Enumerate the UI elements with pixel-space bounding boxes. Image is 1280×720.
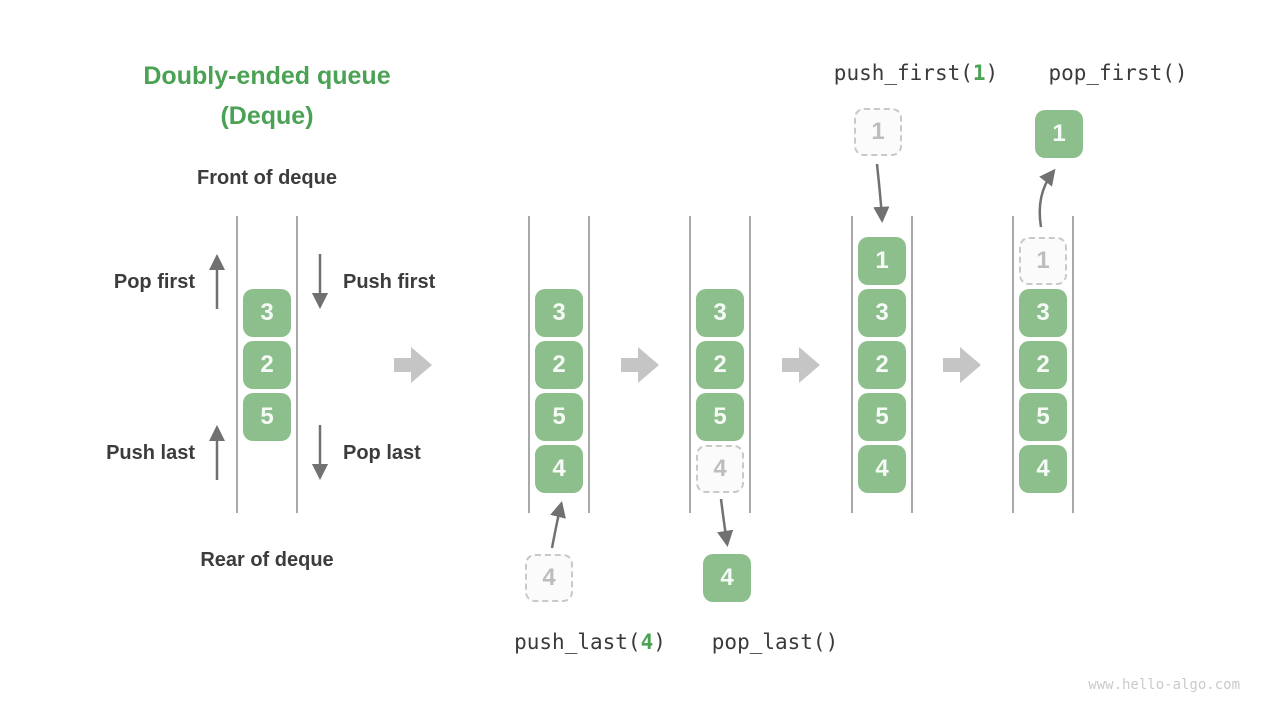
push-first-operation-label: push_first(1) xyxy=(796,60,1036,86)
deque2-cell: 3 xyxy=(535,289,583,337)
diagram-title: Doubly-ended queue (Deque) xyxy=(87,56,447,136)
deque3-popped-cell: 4 xyxy=(703,554,751,602)
rear-of-deque-label: Rear of deque xyxy=(200,549,334,571)
pop-first-label: Pop first xyxy=(113,271,195,293)
pop-first-transfer-arrow-icon xyxy=(1038,168,1056,228)
deque4-cell: 4 xyxy=(858,445,906,493)
push-last-label: Push last xyxy=(106,442,195,464)
deque1-cell: 2 xyxy=(243,341,291,389)
deque-wall-lines xyxy=(236,216,1074,513)
op-text: ) xyxy=(653,630,666,654)
deque2-cell: 2 xyxy=(535,341,583,389)
deque4-cell: 5 xyxy=(858,393,906,441)
deque5-cell: 5 xyxy=(1019,393,1067,441)
front-of-deque-label: Front of deque xyxy=(197,167,337,189)
state-transition-arrows xyxy=(394,347,981,383)
deque3-cell: 2 xyxy=(696,341,744,389)
title-line1: Doubly-ended queue xyxy=(143,62,391,90)
deque4-cell: 3 xyxy=(858,289,906,337)
op-text: push_first( xyxy=(833,61,973,85)
pop-last-operation-label: pop_last() xyxy=(711,630,839,654)
deque3-removed-ghost-cell: 4 xyxy=(696,445,744,493)
push-first-label: Push first xyxy=(343,271,436,293)
op-text: push_last( xyxy=(514,630,641,654)
deque3-cell: 3 xyxy=(696,289,744,337)
deque-direction-arrows xyxy=(208,253,329,481)
deque3-cell: 5 xyxy=(696,393,744,441)
watermark: www.hello-algo.com xyxy=(1088,677,1240,693)
deque5-removed-ghost-cell: 1 xyxy=(1019,237,1067,285)
pop-last-label: Pop last xyxy=(343,442,421,464)
transition-arrow-icon xyxy=(782,347,820,383)
push-last-transfer-arrow-icon xyxy=(550,501,566,549)
deque5-cell: 4 xyxy=(1019,445,1067,493)
deque4-cell: 1 xyxy=(858,237,906,285)
op-arg: 1 xyxy=(972,61,986,85)
pop-first-operation-label: pop_first() xyxy=(1048,61,1188,85)
deque1-cell: 3 xyxy=(243,289,291,337)
deque2-incoming-ghost-cell: 4 xyxy=(525,554,573,602)
title-line2: (Deque) xyxy=(220,102,314,130)
op-arg: 4 xyxy=(640,630,654,654)
deque4-cell: 2 xyxy=(858,341,906,389)
deque5-cell: 3 xyxy=(1019,289,1067,337)
push-first-transfer-arrow-icon xyxy=(873,163,890,224)
deque2-cell: 4 xyxy=(535,445,583,493)
deque5-popped-cell: 1 xyxy=(1035,110,1083,158)
pop-last-transfer-arrow-icon xyxy=(717,498,734,548)
op-text: ) xyxy=(985,61,999,85)
transition-arrow-icon xyxy=(394,347,432,383)
deque2-cell: 5 xyxy=(535,393,583,441)
transition-arrow-icon xyxy=(621,347,659,383)
deque4-incoming-ghost-cell: 1 xyxy=(854,108,902,156)
push-last-operation-label: push_last(4) xyxy=(470,629,710,655)
transition-arrow-icon xyxy=(943,347,981,383)
transfer-arrows xyxy=(550,163,1056,549)
deque5-cell: 2 xyxy=(1019,341,1067,389)
deque1-cell: 5 xyxy=(243,393,291,441)
